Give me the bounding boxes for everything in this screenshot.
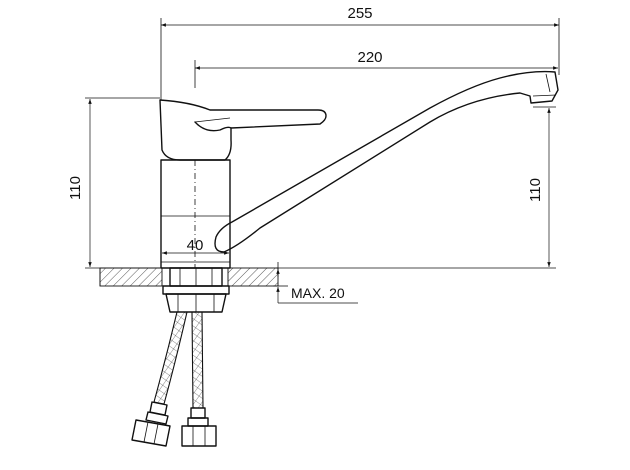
- lever-handle: [159, 99, 327, 161]
- dimension-body-height: 110: [67, 99, 92, 267]
- dimension-label-overall-width: 255: [347, 5, 372, 22]
- dimension-overall-width: 255: [161, 5, 559, 27]
- max-thickness-note: MAX. 20: [276, 269, 358, 304]
- flexible-hoses: [131, 311, 217, 447]
- spout: [214, 70, 559, 253]
- countertop-section: [99, 267, 279, 287]
- dimension-label-body-height: 110: [67, 176, 84, 200]
- dimension-label-spout-reach: 220: [357, 49, 382, 66]
- mounting-assembly: [162, 267, 230, 313]
- max-thickness-label: MAX. 20: [291, 285, 345, 301]
- dimension-label-spout-height: 110: [527, 178, 544, 202]
- dimension-label-body-diameter: 40: [187, 237, 204, 254]
- extension-lines: [85, 18, 560, 287]
- dimension-body-diameter: 40: [162, 237, 229, 255]
- dimension-spout-reach: 220: [195, 49, 558, 70]
- dimension-spout-height: 110: [527, 108, 551, 267]
